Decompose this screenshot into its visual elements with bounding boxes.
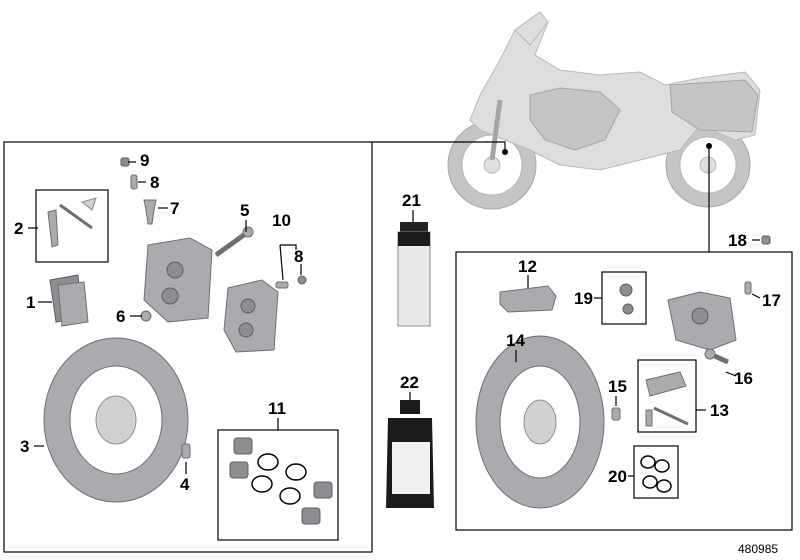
callout-8: 8: [150, 173, 159, 192]
callout-18: 18: [728, 231, 747, 250]
front-caliper-right: [223, 279, 279, 353]
part-19-frame: [601, 271, 647, 325]
part-11-piston-kit: [229, 437, 333, 525]
callout-21: 21: [402, 191, 421, 210]
part-12-rear-brake-pad: [499, 285, 557, 313]
callout-19: 19: [574, 289, 593, 308]
callout-17: 17: [762, 291, 781, 310]
callout-22: 22: [400, 373, 419, 392]
part-5-bolt: [214, 226, 254, 258]
callout-20: 20: [608, 467, 627, 486]
part-13-pad-pin-kit: [645, 371, 689, 427]
part-6-plug: [140, 310, 152, 322]
part-3-front-brake-disc: [43, 337, 189, 503]
callout-4: 4: [180, 475, 190, 494]
part-2-pad-pin-kit: [47, 197, 97, 248]
callout-6: 6: [116, 307, 125, 326]
callout-12: 12: [518, 257, 537, 276]
diagram-reference-number: 480985: [738, 542, 778, 556]
part-7-bleeder-screw: [143, 199, 157, 225]
callout-5: 5: [240, 201, 249, 220]
callout-leaders: [28, 161, 761, 477]
part-22-brake-fluid-bottle: [386, 400, 434, 508]
callout-13: 13: [710, 401, 729, 420]
part-17-bleeder: [744, 281, 752, 295]
callout-10: 10: [272, 211, 291, 230]
callout-8b: 8: [294, 247, 303, 266]
callout-3: 3: [20, 437, 29, 456]
callout-14: 14: [506, 331, 525, 350]
part-9-cap: [120, 157, 130, 167]
front-brake-leader: [372, 141, 506, 152]
part-2-frame: [35, 189, 109, 263]
callout-1: 1: [26, 293, 35, 312]
part-21-spray-can: [397, 222, 431, 327]
motorcycle-illustration: [447, 11, 761, 210]
part-10-bleeder-set: [275, 275, 307, 289]
part-18-cap: [761, 235, 771, 245]
part-16-bolt: [704, 348, 730, 365]
part-20-seal-kit: [640, 455, 672, 493]
part-13-frame: [637, 359, 697, 433]
part-4-screw: [181, 443, 191, 459]
callout-15: 15: [608, 377, 627, 396]
callout-7: 7: [170, 199, 179, 218]
callout-9: 9: [140, 151, 149, 170]
part-15-screw: [611, 407, 621, 421]
callout-16: 16: [734, 369, 753, 388]
part-1-brake-pads: [49, 274, 89, 327]
rear-brake-frame: [455, 251, 793, 531]
part-19-bleeder-set: [619, 283, 634, 315]
front-brake-frame: [3, 141, 373, 553]
rear-caliper: [667, 291, 737, 351]
part-20-frame: [633, 445, 679, 499]
part-8-bleeder: [130, 174, 138, 190]
callout-11: 11: [268, 399, 286, 418]
front-caliper-left: [143, 237, 213, 323]
part-14-rear-brake-disc: [475, 335, 605, 509]
callout-2: 2: [14, 219, 23, 238]
